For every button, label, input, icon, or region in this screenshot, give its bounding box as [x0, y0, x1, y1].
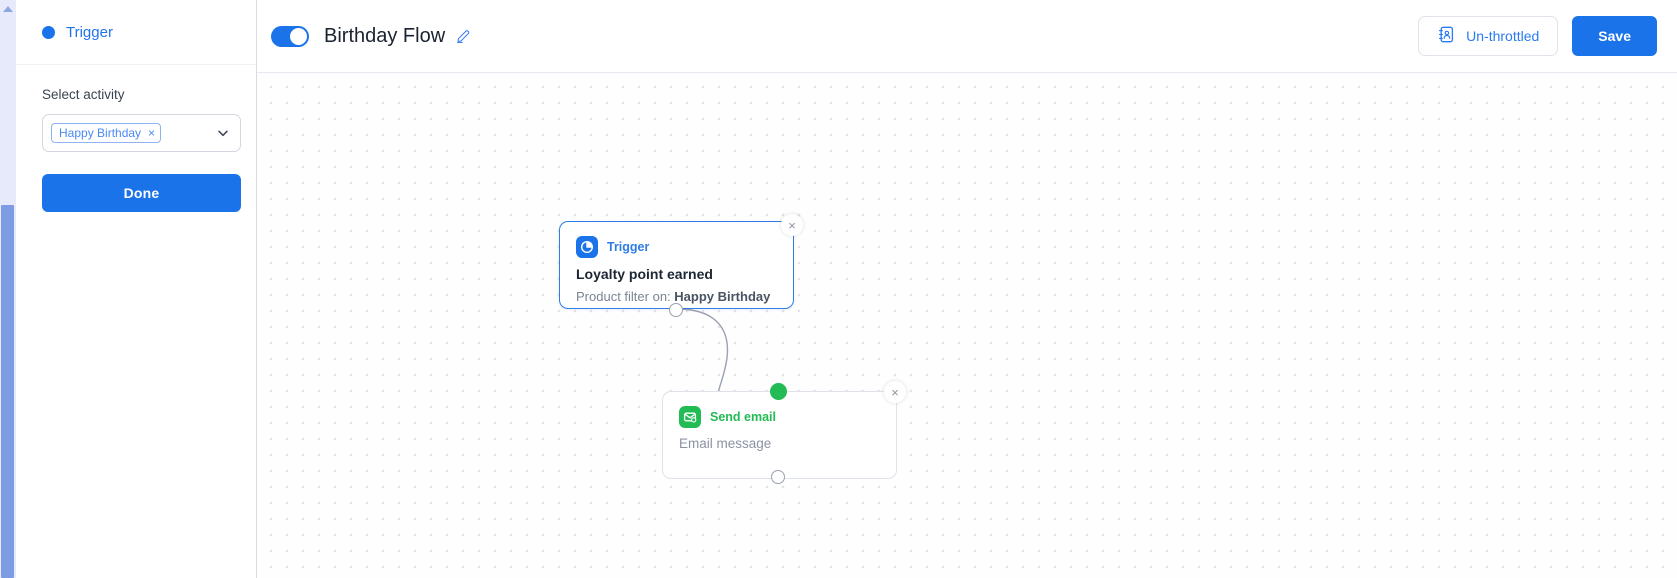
- un-throttled-label: Un-throttled: [1466, 28, 1540, 44]
- send-email-node-close-button[interactable]: ×: [884, 381, 906, 403]
- flow-edges: [676, 308, 779, 423]
- node-trigger-sub-prefix: Product filter on:: [576, 288, 671, 304]
- panel-body: Select activity Happy Birthday × Done: [16, 65, 256, 212]
- flow-title: Birthday Flow: [324, 24, 446, 47]
- pencil-icon[interactable]: [455, 28, 472, 45]
- node-trigger[interactable]: Trigger Loyalty point earned Product fil…: [559, 221, 794, 309]
- flow-toolbar: Birthday Flow: [257, 0, 1677, 73]
- contact-book-icon: [1437, 25, 1456, 47]
- save-button[interactable]: Save: [1572, 16, 1657, 56]
- trigger-status-dot-icon: [42, 25, 55, 39]
- select-activity-input[interactable]: Happy Birthday ×: [42, 114, 241, 152]
- activity-chip-remove-icon[interactable]: ×: [148, 125, 156, 140]
- node-trigger-kind: Trigger: [607, 240, 650, 254]
- node-send-email-title: Email message: [679, 436, 772, 451]
- node-send-email-kind: Send email: [710, 410, 776, 424]
- done-button[interactable]: Done: [42, 174, 241, 212]
- panel-title: Trigger: [66, 23, 113, 41]
- trigger-output-handle[interactable]: [669, 303, 683, 317]
- toggle-knob: [290, 27, 307, 45]
- activity-chip-label: Happy Birthday: [59, 125, 142, 140]
- node-send-email-header: Send email: [679, 406, 880, 428]
- send-email-input-handle[interactable]: [770, 383, 787, 400]
- chevron-down-icon[interactable]: [217, 127, 229, 139]
- node-trigger-header: Trigger: [576, 236, 777, 258]
- envelope-icon: [679, 406, 701, 428]
- un-throttled-button[interactable]: Un-throttled: [1418, 16, 1559, 56]
- activity-chip[interactable]: Happy Birthday ×: [51, 122, 162, 144]
- scroll-up-arrow-icon[interactable]: [3, 6, 13, 12]
- node-send-email[interactable]: Send email Email message: [662, 391, 897, 479]
- pie-chart-icon: [576, 236, 598, 258]
- panel-header: Trigger: [16, 0, 256, 65]
- flow-canvas[interactable]: Trigger Loyalty point earned Product fil…: [257, 73, 1677, 578]
- send-email-output-handle[interactable]: [771, 470, 785, 484]
- node-trigger-title: Loyalty point earned: [576, 266, 713, 282]
- select-activity-label: Select activity: [42, 87, 125, 102]
- main-region: Birthday Flow: [257, 0, 1677, 578]
- scrollbar-thumb[interactable]: [1, 205, 14, 578]
- flow-enabled-toggle[interactable]: [271, 25, 309, 47]
- node-trigger-subtitle: Product filter on: Happy Birthday: [576, 288, 777, 306]
- trigger-config-panel: Trigger Select activity Happy Birthday ×…: [16, 0, 257, 578]
- trigger-node-close-button[interactable]: ×: [781, 214, 803, 236]
- page-scrollbar[interactable]: [0, 0, 16, 578]
- node-trigger-sub-value: Happy Birthday: [674, 288, 771, 304]
- toolbar-actions: Un-throttled Save: [1418, 16, 1657, 56]
